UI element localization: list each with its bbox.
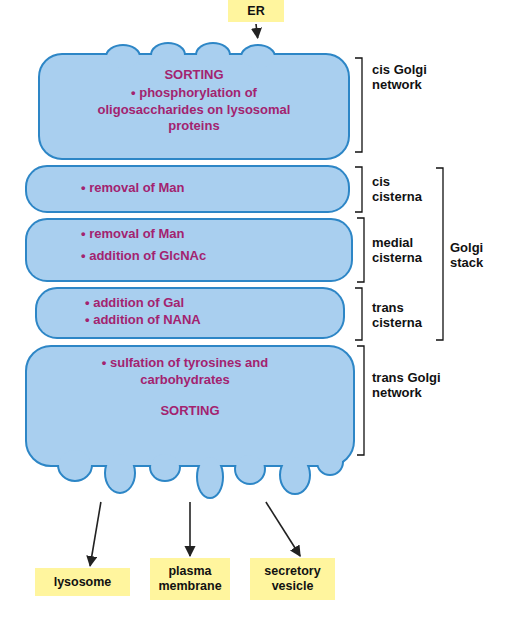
location-name: lysosome [50,575,116,590]
compartment-outline [106,454,134,492]
region-label: trans Golgi network [372,370,454,400]
compartment-outline [151,454,179,480]
compartment-outline [37,289,343,337]
transport-arrow [256,24,258,38]
process-text: • addition of Gal [85,295,305,312]
process-text: SORTING [25,403,355,420]
location-box: secretory vesicle [250,558,335,600]
golgi-compartment: • removal of Man [25,165,350,213]
compartment-outline [281,457,309,493]
compartment-outline [59,450,91,480]
compartment-outline [152,44,184,66]
compartment-outline [198,457,222,497]
compartment-outline [107,46,139,68]
compartment-outline [27,167,348,211]
process-text: • removal of Man [81,226,301,243]
compartment-outline [236,455,264,483]
process-text: • addition of NANA [85,312,305,329]
region-label: cis Golgi network [372,62,454,92]
compartment-outline [281,457,309,493]
compartment-outline [318,450,342,474]
bracket [357,218,364,282]
location-name: secretory vesicle [250,564,335,594]
region-label: Golgi stack [450,240,500,270]
transport-arrow [189,502,191,556]
bracket [357,346,364,455]
compartment-outline [197,44,229,66]
region-label: cis cisterna [372,174,432,204]
bracket [436,168,443,340]
transport-arrow [266,502,300,556]
compartment-outline [152,44,184,66]
region-label: trans cisterna [372,300,432,330]
process-text: • addition of GlcNAc [81,248,301,265]
compartment-outline [27,220,351,280]
region-label: medial cisterna [372,235,432,265]
golgi-compartment: SORTING• phosphorylation of oligosacchar… [38,40,350,160]
compartment-outline [198,457,222,497]
compartment-outline [27,220,351,280]
bracket [355,167,362,212]
compartment-outline [151,454,179,480]
location-name: ER [243,4,268,19]
bracket [355,58,362,152]
transport-arrow [90,502,101,566]
compartment-outline [106,454,134,492]
location-box: plasma membrane [150,558,230,600]
compartment-outline [59,450,91,480]
compartment-outline [27,167,348,211]
compartment-outline [37,289,343,337]
golgi-compartment: • sulfation of tyrosines and carbohydrat… [25,345,355,500]
process-text: • removal of Man [81,180,301,197]
compartment-outline [318,450,342,474]
process-text: • phosphorylation of oligosaccharides on… [94,85,294,135]
compartment-shape [25,165,350,213]
compartment-outline [107,46,139,68]
golgi-compartment: • removal of Man • addition of GlcNAc [25,218,353,282]
compartment-outline [236,455,264,483]
location-box: lysosome [35,568,130,596]
bracket [355,288,362,340]
process-text: SORTING [38,67,350,84]
golgi-compartment: • addition of Gal• addition of NANA [35,287,345,339]
compartment-outline [242,46,274,68]
location-box: ER [228,0,284,22]
location-name: plasma membrane [150,564,230,594]
compartment-outline [197,44,229,66]
compartment-outline [242,46,274,68]
process-text: • sulfation of tyrosines and carbohydrat… [85,355,285,388]
